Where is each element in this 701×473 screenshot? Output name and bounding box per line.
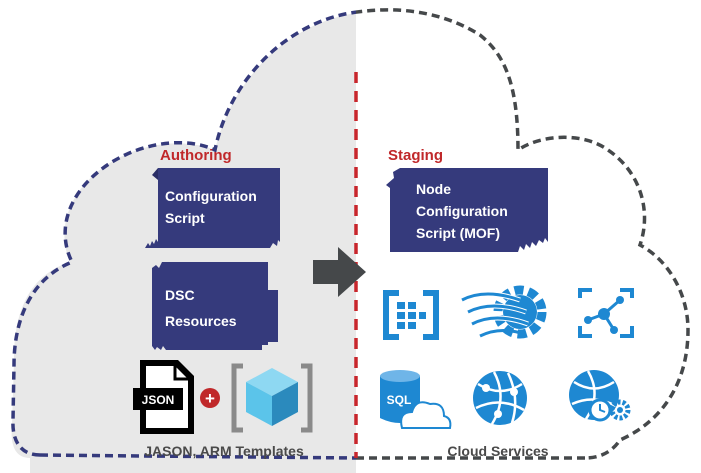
- cloud-outline-left: [11, 10, 356, 457]
- configuration-script-line1: Configuration: [165, 188, 257, 204]
- network-nodes-icon: [578, 288, 634, 338]
- cloud-outline-right: [356, 8, 690, 460]
- dsc-resources-doc: DSC Resources: [152, 262, 278, 350]
- configuration-script-line2: Script: [165, 210, 205, 226]
- arrow-icon: [313, 247, 366, 297]
- scheduled-web-app-icon: [569, 370, 631, 422]
- web-app-globe-icon: [473, 371, 527, 425]
- sql-label: SQL: [387, 393, 412, 407]
- event-hubs-icon: [383, 290, 439, 340]
- plus-icon: +: [200, 388, 220, 408]
- arm-template-cube-icon: [231, 363, 313, 433]
- node-config-line3: Script (MOF): [416, 225, 500, 241]
- sql-database-icon: SQL: [380, 370, 452, 429]
- dsc-resources-line2: Resources: [165, 313, 237, 329]
- node-config-line2: Configuration: [416, 203, 508, 219]
- left-caption: JASON, ARM Templates: [144, 443, 304, 459]
- node-config-line1: Node: [416, 181, 451, 197]
- node-configuration-script-doc: Node Configuration Script (MOF): [386, 168, 548, 252]
- right-caption: Cloud Services: [447, 443, 548, 459]
- json-label: JSON: [142, 393, 175, 407]
- authoring-title: Authoring: [160, 147, 232, 164]
- staging-title: Staging: [388, 147, 443, 164]
- configuration-script-doc: Configuration Script: [145, 168, 280, 248]
- cloud-bottom-left: [39, 453, 357, 460]
- stream-analytics-icon: [460, 285, 547, 339]
- plus-symbol: +: [205, 389, 215, 408]
- json-file-icon: JSON: [133, 360, 194, 434]
- dsc-resources-line1: DSC: [165, 287, 195, 303]
